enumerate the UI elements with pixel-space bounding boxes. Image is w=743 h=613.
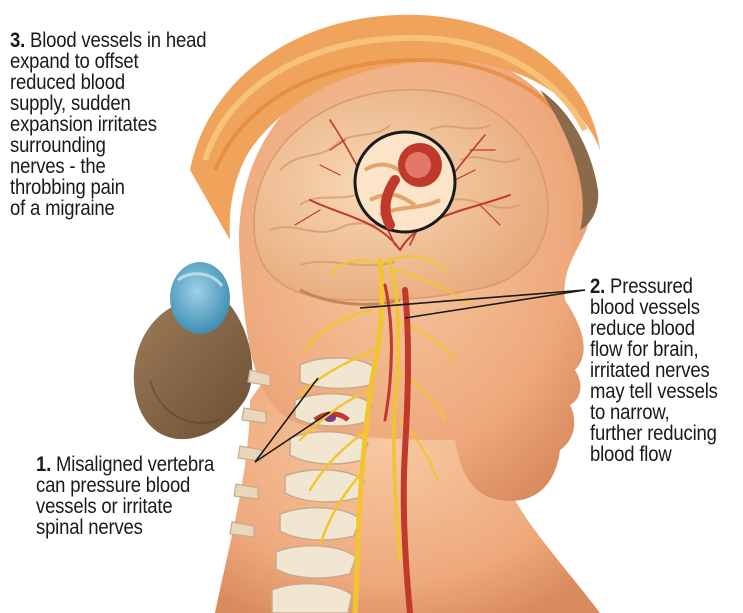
annotation-2: 2. Pressured blood vessels reduce blood … bbox=[590, 276, 743, 465]
annotation-2-text: Pressured blood vessels reduce blood flo… bbox=[590, 274, 718, 466]
hair-band bbox=[170, 262, 230, 334]
annotation-3-text: Blood vessels in head expand to offset r… bbox=[10, 28, 206, 220]
magnified-vessel-inset bbox=[355, 132, 455, 232]
annotation-1-text: Misaligned vertebra can pressure blood v… bbox=[36, 452, 214, 539]
annotation-3: 3. Blood vessels in head expand to offse… bbox=[10, 30, 242, 219]
annotation-1: 1. Misaligned vertebra can pressure bloo… bbox=[36, 454, 260, 538]
